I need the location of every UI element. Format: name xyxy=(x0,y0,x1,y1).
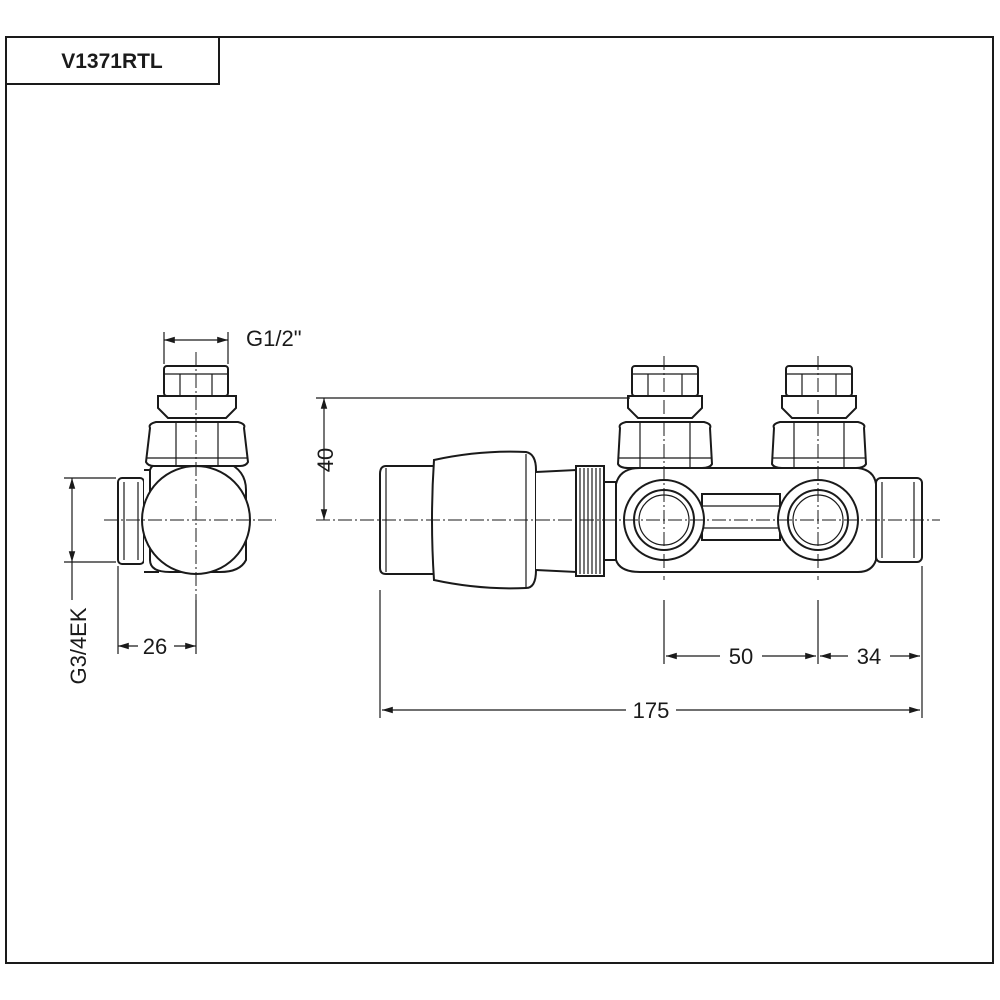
model-number: V1371RTL xyxy=(61,50,163,73)
dim-26: 26 xyxy=(117,566,197,659)
connecting-tube xyxy=(701,493,781,541)
side-view xyxy=(104,352,276,600)
right-connector xyxy=(770,365,868,469)
thermostat-head xyxy=(431,450,537,590)
hex-nut-side xyxy=(144,421,250,467)
drawing-frame xyxy=(5,36,994,964)
label-26: 26 xyxy=(143,634,167,659)
ring-side xyxy=(157,395,237,419)
dim-50: 50 xyxy=(663,600,819,669)
label-g34ek: G3/4EK xyxy=(66,607,91,684)
left-connector xyxy=(616,365,714,469)
dim-40: 40 xyxy=(313,397,630,520)
dim-175: 175 xyxy=(379,590,920,723)
label-50: 50 xyxy=(729,644,753,669)
title-block: V1371RTL xyxy=(6,37,220,85)
thermostat-neck xyxy=(535,465,617,577)
label-34: 34 xyxy=(857,644,881,669)
dim-g12: G1/2" xyxy=(163,326,302,364)
label-g12: G1/2" xyxy=(246,326,302,351)
front-view xyxy=(316,356,940,590)
label-175: 175 xyxy=(633,698,670,723)
dim-g34ek: G3/4EK xyxy=(64,477,116,685)
dim-34: 34 xyxy=(820,566,923,718)
label-40: 40 xyxy=(313,448,338,472)
